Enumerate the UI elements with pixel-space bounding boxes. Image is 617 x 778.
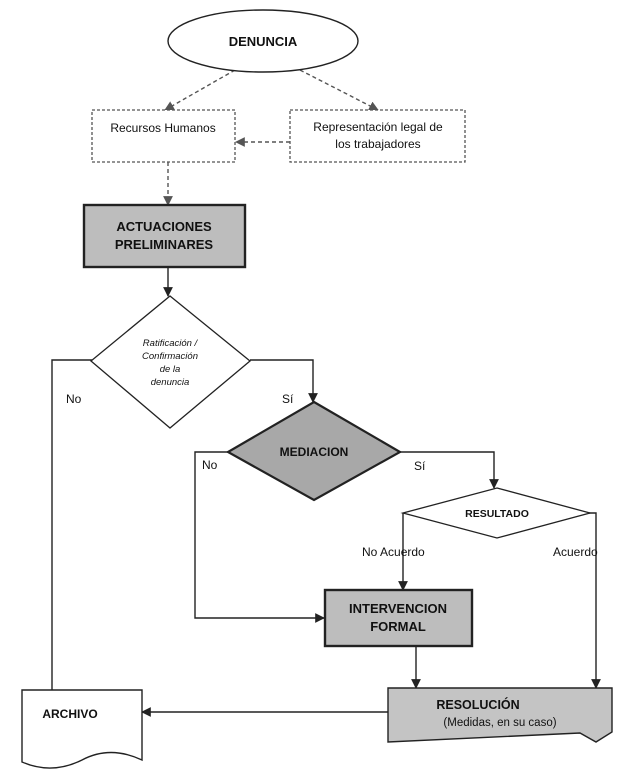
node-ratificacion-line1: Ratificación / <box>143 338 199 349</box>
edge-mediacion-no-intervencion <box>194 451 325 623</box>
edge-denuncia-rrhh <box>164 69 236 111</box>
node-resolucion: RESOLUCIÓN (Medidas, en su caso) <box>387 687 613 743</box>
edge-mediacion-si-resultado <box>400 451 499 489</box>
edge-ratificacion-no-archivo <box>47 359 92 701</box>
node-recursos-humanos: Recursos Humanos <box>91 109 236 163</box>
edge-label-ratificacion-no: No <box>66 392 82 406</box>
node-representacion-legal-line1: Representación legal de <box>313 120 443 134</box>
node-recursos-humanos-label: Recursos Humanos <box>110 121 215 135</box>
node-denuncia-label: DENUNCIA <box>229 34 298 49</box>
node-mediacion-label: MEDIACION <box>280 445 349 459</box>
edge-resultado-acuerdo-resolucion <box>589 512 601 689</box>
node-intervencion-formal: INTERVENCION FORMAL <box>323 588 474 648</box>
node-actuaciones-line1: ACTUACIONES <box>116 219 212 234</box>
node-resolucion-line1: RESOLUCIÓN <box>436 697 519 712</box>
node-representacion-legal: Representación legal de los trabajadores <box>289 109 466 163</box>
node-ratificacion-line4: denuncia <box>151 377 190 388</box>
node-mediacion-decision: MEDIACION <box>225 400 403 502</box>
node-ratificacion-line2: Confirmación <box>142 351 198 362</box>
edge-label-ratificacion-si: Sí <box>282 392 294 406</box>
node-intervencion-line1: INTERVENCION <box>349 601 447 616</box>
node-archivo-label: ARCHIVO <box>42 707 97 721</box>
node-denuncia: DENUNCIA <box>167 9 359 73</box>
edge-label-mediacion-no: No <box>202 458 218 472</box>
node-ratificacion-decision: Ratificación / Confirmación de la denunc… <box>89 295 252 429</box>
edge-denuncia-representacion <box>299 69 379 111</box>
edge-label-mediacion-si: Sí <box>414 459 426 473</box>
node-intervencion-line2: FORMAL <box>370 619 426 634</box>
edge-ratificacion-si-mediacion <box>250 359 318 403</box>
node-actuaciones-line2: PRELIMINARES <box>115 237 214 252</box>
edge-label-acuerdo: Acuerdo <box>553 545 598 559</box>
node-actuaciones-preliminares: ACTUACIONES PRELIMINARES <box>82 203 247 269</box>
node-archivo: ARCHIVO <box>21 689 143 769</box>
node-resultado-decision: RESULTADO <box>400 487 593 539</box>
node-ratificacion-line3: de la <box>160 364 181 375</box>
edge-label-no-acuerdo: No Acuerdo <box>362 545 425 559</box>
node-resolucion-line2: (Medidas, en su caso) <box>443 717 556 729</box>
node-resultado-label: RESULTADO <box>465 508 529 520</box>
node-representacion-legal-line2: los trabajadores <box>335 137 420 151</box>
